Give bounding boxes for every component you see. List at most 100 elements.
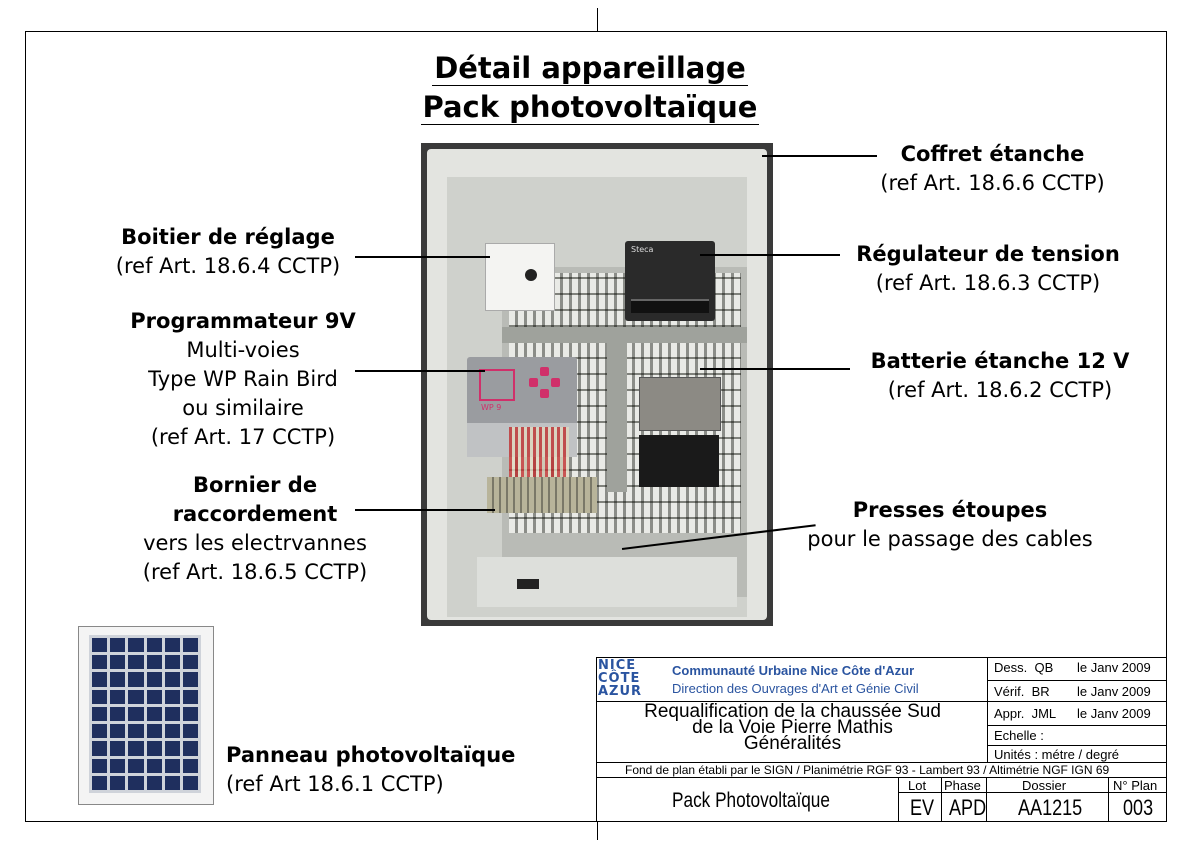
label-boitier: Boitier de réglage (ref Art. 18.6.4 CCTP… — [115, 225, 341, 278]
verif-date: le Janv 2009 — [1077, 684, 1151, 699]
solar-cell — [146, 638, 162, 653]
label-bornier: Bornier de raccordement vers les electrv… — [142, 473, 368, 584]
programmer-screen — [479, 369, 515, 401]
center-mark-bottom — [597, 822, 598, 840]
solar-cell — [92, 775, 108, 790]
solar-cell — [128, 672, 144, 687]
solar-cell — [92, 655, 108, 670]
solar-cell — [146, 706, 162, 722]
solar-cell — [92, 724, 108, 739]
solar-cell — [110, 775, 126, 790]
solar-cell — [92, 706, 108, 722]
solar-cell — [128, 655, 144, 670]
solar-cell — [92, 689, 108, 704]
leader-bornier — [355, 509, 495, 511]
lot-header: Lot — [908, 778, 927, 793]
plan-name: Pack Photovoltaïque — [672, 789, 830, 812]
org-direction: Direction des Ouvrages d'Art et Génie Ci… — [672, 681, 919, 696]
solar-cell — [182, 775, 198, 790]
solar-cell — [110, 724, 126, 739]
solar-cell — [164, 689, 180, 704]
cabinet-photo: Steca WP 9 — [421, 143, 773, 626]
solar-cell — [128, 724, 144, 739]
leader-programmateur — [355, 370, 485, 372]
cable-gland — [517, 579, 539, 589]
solar-cell — [110, 689, 126, 704]
solar-cell — [128, 775, 144, 790]
solar-cell — [128, 638, 144, 653]
programmer-model: WP 9 — [481, 403, 502, 412]
unites: Unités : métre / degré — [994, 747, 1119, 762]
solar-cell — [182, 638, 198, 653]
adjustment-box — [485, 243, 555, 311]
label-regulateur: Régulateur de tension (ref Art. 18.6.3 C… — [856, 242, 1120, 295]
vertical-rail — [607, 342, 627, 492]
project-title: Requalification de la chaussée Sud de la… — [644, 701, 941, 754]
nplan-header: N° Plan — [1113, 778, 1158, 793]
dossier-header: Dossier — [1022, 778, 1067, 793]
solar-cell — [182, 706, 198, 722]
solar-panel-cells — [89, 635, 201, 793]
solar-cell — [182, 689, 198, 704]
leader-batterie — [700, 368, 850, 370]
adjustment-knob — [525, 269, 537, 281]
solar-cell — [182, 741, 198, 756]
title-block — [596, 657, 1167, 822]
solar-cell — [128, 689, 144, 704]
regulator-brand: Steca — [631, 245, 654, 254]
solar-cell — [164, 775, 180, 790]
solar-cell — [164, 724, 180, 739]
solar-cell — [146, 724, 162, 739]
phase-value: APD — [949, 795, 987, 820]
solar-cell — [128, 706, 144, 722]
appr-row: Appr. JML — [994, 706, 1057, 721]
label-presses: Presses étoupes pour le passage des cabl… — [807, 498, 1093, 551]
page-title-line2: Pack photovoltaïque — [420, 90, 760, 125]
solar-cell — [110, 655, 126, 670]
verif-row: Vérif. BR — [994, 684, 1050, 699]
solar-cell — [182, 655, 198, 670]
solar-cell — [164, 672, 180, 687]
battery-body — [639, 435, 719, 487]
solar-cell — [92, 758, 108, 773]
echelle: Echelle : — [994, 728, 1044, 743]
wires — [509, 427, 569, 477]
solar-cell — [164, 638, 180, 653]
solar-cell — [182, 758, 198, 773]
solar-cell — [110, 741, 126, 756]
leader-regulateur — [700, 254, 840, 256]
voltage-regulator: Steca — [625, 241, 715, 321]
solar-cell — [146, 655, 162, 670]
horizontal-rail — [502, 327, 747, 343]
enclosure-shell: Steca WP 9 — [427, 149, 767, 620]
solar-cell — [110, 758, 126, 773]
solar-cell — [164, 706, 180, 722]
solar-cell — [92, 741, 108, 756]
terminal-block — [487, 477, 597, 513]
solar-cell — [146, 741, 162, 756]
solar-cell — [110, 638, 126, 653]
solar-cell — [146, 672, 162, 687]
solar-cell — [146, 775, 162, 790]
solar-cell — [110, 672, 126, 687]
fond-de-plan: Fond de plan établi par le SIGN / Planim… — [625, 763, 1110, 777]
solar-cell — [92, 638, 108, 653]
solar-cell — [110, 706, 126, 722]
solar-cell — [164, 655, 180, 670]
regulator-terminals — [631, 299, 709, 313]
programmer-buttons — [529, 367, 560, 398]
solar-cell — [164, 741, 180, 756]
solar-cell — [146, 758, 162, 773]
org-name: Communauté Urbaine Nice Côte d'Azur — [672, 663, 915, 678]
cable-gland-area — [477, 557, 737, 607]
center-mark-top — [597, 8, 598, 31]
leader-boitier — [355, 256, 490, 258]
label-panneau: Panneau photovoltaïque (ref Art 18.6.1 C… — [226, 743, 516, 796]
label-batterie: Batterie étanche 12 V (ref Art. 18.6.2 C… — [870, 349, 1130, 402]
page-title-line1: Détail appareillage — [432, 51, 748, 86]
nplan-value: 003 — [1123, 795, 1154, 820]
appr-date: le Janv 2009 — [1077, 706, 1151, 721]
enclosure-inner: Steca WP 9 — [447, 177, 747, 617]
leader-coffret — [762, 155, 877, 157]
battery-top — [639, 377, 721, 431]
